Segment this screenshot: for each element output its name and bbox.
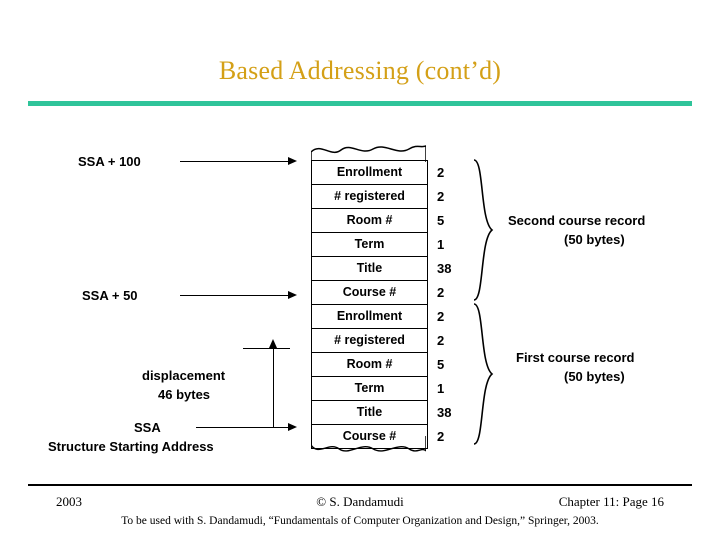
table-row: Enrollment 2 — [312, 305, 444, 329]
row-field: Term — [354, 237, 385, 251]
row-field: Term — [354, 381, 385, 395]
brace-second-course-record — [473, 159, 494, 301]
footer-copyright: © S. Dandamudi — [316, 494, 404, 509]
row-size: 5 — [437, 213, 445, 228]
brace-first-course-record — [473, 303, 494, 445]
row-field: Enrollment — [336, 165, 403, 179]
row-size: 1 — [437, 381, 445, 396]
row-size: 38 — [437, 405, 452, 420]
footer-page: Chapter 11: Page 16 — [558, 494, 664, 509]
title-divider — [28, 101, 692, 106]
arrowhead-ssa — [288, 422, 297, 431]
table-row: Title 38 — [312, 257, 451, 281]
table-row: Title 38 — [312, 401, 451, 425]
displacement-arrowhead — [268, 339, 277, 348]
row-size: 2 — [437, 429, 445, 444]
page-title: Based Addressing (cont’d) — [218, 56, 502, 85]
footer-note: To be used with S. Dandamudi, “Fundament… — [121, 515, 599, 527]
torn-top-edge — [311, 145, 426, 162]
row-size: 1 — [437, 237, 445, 252]
row-size: 2 — [437, 165, 445, 180]
label-first-course-record-line2: (50 bytes) — [564, 369, 625, 384]
row-field: # registered — [334, 189, 405, 203]
label-second-course-record-line2: (50 bytes) — [564, 232, 625, 247]
table-row: Enrollment 2 — [312, 161, 444, 185]
row-field: Title — [356, 261, 383, 275]
label-first-course-record-line1: First course record — [516, 350, 635, 365]
row-size: 2 — [437, 333, 445, 348]
row-field: # registered — [334, 333, 405, 347]
leader-line-ssa — [196, 427, 290, 428]
table-row: Term 1 — [312, 233, 444, 257]
row-size: 2 — [437, 285, 445, 300]
footer-year: 2003 — [56, 494, 82, 509]
label-ssa-plus-100: SSA + 100 — [78, 154, 141, 169]
displacement-top-tick — [243, 348, 290, 349]
table-row: # registered 2 — [312, 329, 444, 353]
row-field: Room # — [346, 357, 393, 371]
leader-line-ssa-plus-100 — [180, 161, 290, 162]
row-field: Course # — [342, 429, 397, 443]
row-field: Title — [356, 405, 383, 419]
record-table: Enrollment 2 # registered 2 Room # 5 Ter… — [311, 160, 451, 449]
label-structure-starting-address: Structure Starting Address — [48, 439, 214, 454]
table-row: Course # 2 — [312, 281, 444, 305]
label-displacement-line2: 46 bytes — [158, 387, 211, 402]
label-ssa: SSA — [134, 420, 161, 435]
arrowhead-ssa-plus-100 — [288, 156, 297, 165]
row-field: Course # — [342, 285, 397, 299]
table-row: Room # 5 — [312, 353, 444, 377]
row-size: 2 — [437, 189, 445, 204]
label-second-course-record-line1: Second course record — [508, 213, 646, 228]
table-row: Term 1 — [312, 377, 444, 401]
based-addressing-diagram: Enrollment 2 # registered 2 Room # 5 Ter… — [0, 110, 720, 480]
arrowhead-ssa-plus-50 — [288, 290, 297, 299]
footer-divider — [28, 484, 692, 486]
label-displacement-line1: displacement — [142, 368, 226, 383]
row-size: 38 — [437, 261, 452, 276]
row-field: Room # — [346, 213, 393, 227]
table-row: # registered 2 — [312, 185, 444, 209]
row-size: 2 — [437, 309, 445, 324]
leader-line-ssa-plus-50 — [180, 295, 290, 296]
displacement-arrow-shaft — [273, 348, 274, 428]
table-row: Room # 5 — [312, 209, 444, 233]
row-field: Enrollment — [336, 309, 403, 323]
label-ssa-plus-50: SSA + 50 — [82, 288, 138, 303]
table-row: Course # 2 — [312, 425, 444, 449]
row-size: 5 — [437, 357, 445, 372]
torn-bottom-edge — [311, 436, 426, 452]
